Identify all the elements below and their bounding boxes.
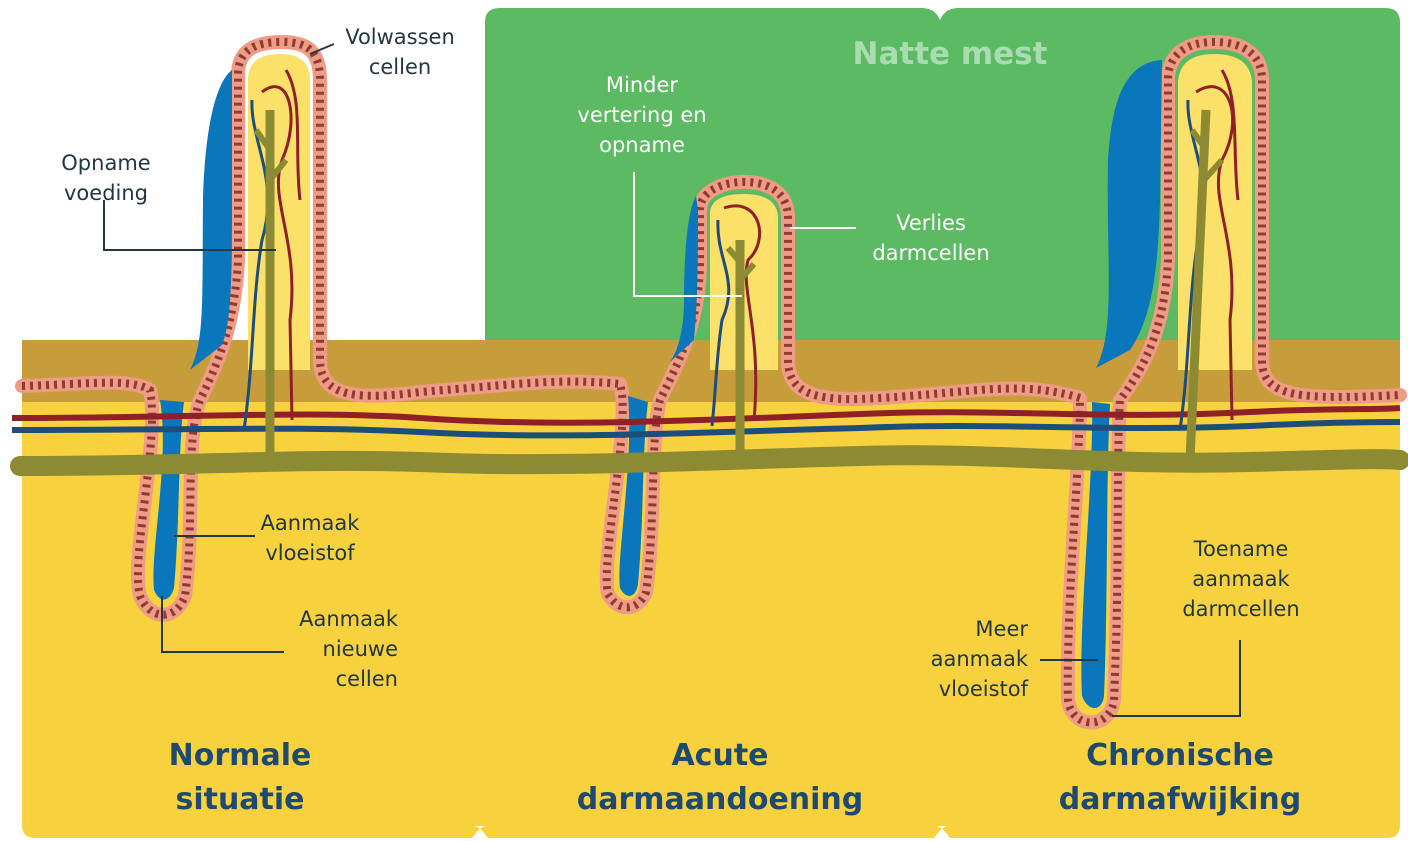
panel-title-normal: Normale situatie — [90, 734, 390, 822]
label-verlies-darmcellen: Verlies darmcellen — [856, 208, 1006, 268]
label-aanmaak-nieuwe-cellen: Aanmaak nieuwe cellen — [250, 604, 398, 694]
panel-title-chronic: Chronische darmafwijking — [1020, 734, 1340, 822]
label-opname-voeding: Opname voeding — [36, 148, 176, 208]
label-minder-vertering: Minder vertering en opname — [562, 70, 722, 160]
panel-title-acute: Acute darmaandoening — [560, 734, 880, 822]
mucus-villus-normal — [190, 70, 232, 370]
banner-natte-mest: Natte mest — [800, 36, 1100, 72]
label-toename-aanmaak: Toename aanmaak darmcellen — [1166, 534, 1316, 624]
label-meer-aanmaak: Meer aanmaak vloeistof — [880, 614, 1028, 704]
label-volwassen-cellen: Volwassen cellen — [330, 22, 470, 82]
label-aanmaak-vloeistof: Aanmaak vloeistof — [240, 508, 380, 568]
villus-core-normal — [248, 54, 310, 370]
